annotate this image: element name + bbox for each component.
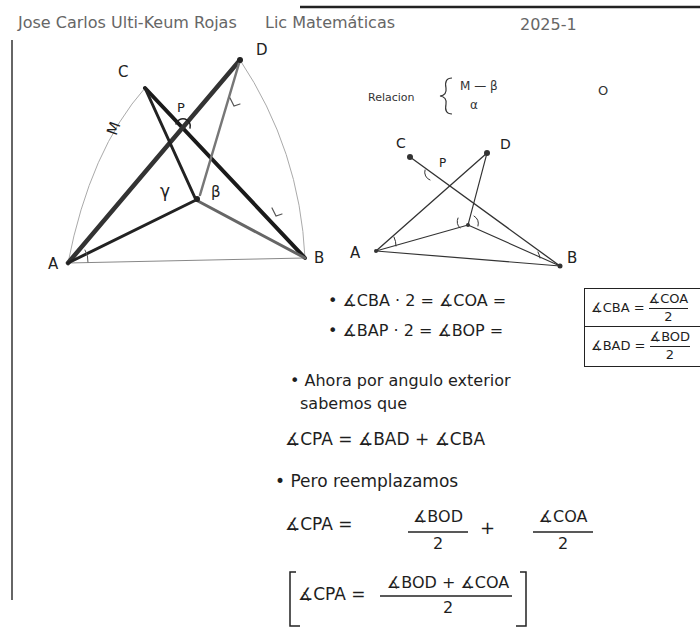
geometry-figure bbox=[68, 57, 305, 263]
equation-text: 2 bbox=[664, 310, 672, 325]
handwritten-text: ∡CPA = bbox=[285, 515, 353, 535]
handwritten-text: • ∡CBA · 2 = ∡COA = bbox=[328, 292, 506, 310]
handwritten-text: P bbox=[177, 101, 185, 116]
handwritten-text: 2 bbox=[410, 535, 466, 553]
handwritten-text: P bbox=[439, 157, 446, 171]
handwritten-text: ∡BOD bbox=[410, 508, 466, 526]
handwritten-text: A bbox=[350, 245, 360, 262]
handwritten-text: α bbox=[470, 99, 478, 113]
bracket bbox=[516, 572, 526, 626]
handwritten-text: D bbox=[256, 42, 268, 59]
fraction-bar bbox=[380, 532, 593, 596]
fraction-bar bbox=[650, 346, 691, 348]
handwritten-text: A bbox=[48, 256, 58, 273]
handwritten-text: B bbox=[314, 250, 324, 267]
handwritten-text: Jose Carlos Ulti-Keum Rojas bbox=[18, 14, 237, 32]
fraction-bar bbox=[649, 308, 689, 310]
result-box: ∡CBA = ∡COA 2 bbox=[584, 288, 700, 329]
handwritten-text: ∡CPA = ∡BAD + ∡CBA bbox=[285, 430, 485, 450]
equation-text: ∡BOD bbox=[650, 330, 691, 345]
handwritten-text: + bbox=[480, 518, 495, 539]
handwritten-text: M — β bbox=[460, 80, 498, 94]
handwritten-text: 2 bbox=[535, 535, 591, 553]
handwritten-text: ∡CPA = bbox=[298, 585, 366, 605]
brace bbox=[440, 78, 452, 114]
handwritten-text: • Pero reemplazamos bbox=[275, 472, 458, 492]
handwritten-text: sabemos que bbox=[300, 395, 407, 413]
result-box: ∡BAD = ∡BOD 2 bbox=[584, 326, 700, 367]
handwritten-text: • Ahora por angulo exterior bbox=[290, 372, 511, 390]
page-edge bbox=[11, 40, 13, 600]
handwritten-text: • ∡BAP · 2 = ∡BOP = bbox=[328, 322, 503, 340]
handwritten-text: O bbox=[598, 84, 608, 99]
handwritten-text: B bbox=[567, 250, 577, 267]
equation-text: ∡COA bbox=[649, 292, 689, 307]
equation-text: 2 bbox=[666, 348, 674, 363]
equation-text: ∡CBA = bbox=[591, 301, 645, 316]
handwritten-text: C bbox=[396, 135, 406, 151]
handwritten-text: D bbox=[500, 136, 511, 152]
equation-text: ∡BAD = bbox=[591, 339, 646, 354]
page-edge bbox=[300, 6, 700, 9]
handwritten-text: M bbox=[104, 120, 125, 138]
handwritten-text: 2025-1 bbox=[520, 16, 577, 34]
handwritten-text: 2 bbox=[385, 599, 511, 617]
handwritten-text: γ bbox=[160, 182, 170, 202]
handwritten-text: ∡COA bbox=[535, 508, 591, 526]
fraction: ∡COA 2 bbox=[649, 292, 689, 325]
handwritten-text: Lic Matemáticas bbox=[265, 14, 395, 32]
handwritten-text: β bbox=[211, 184, 221, 201]
handwritten-text: C bbox=[118, 64, 128, 81]
geometry-figure bbox=[374, 150, 563, 269]
fraction: ∡BOD 2 bbox=[650, 330, 691, 363]
handwritten-text: Relacion bbox=[368, 92, 415, 105]
handwritten-text: ∡BOD + ∡COA bbox=[385, 574, 511, 592]
